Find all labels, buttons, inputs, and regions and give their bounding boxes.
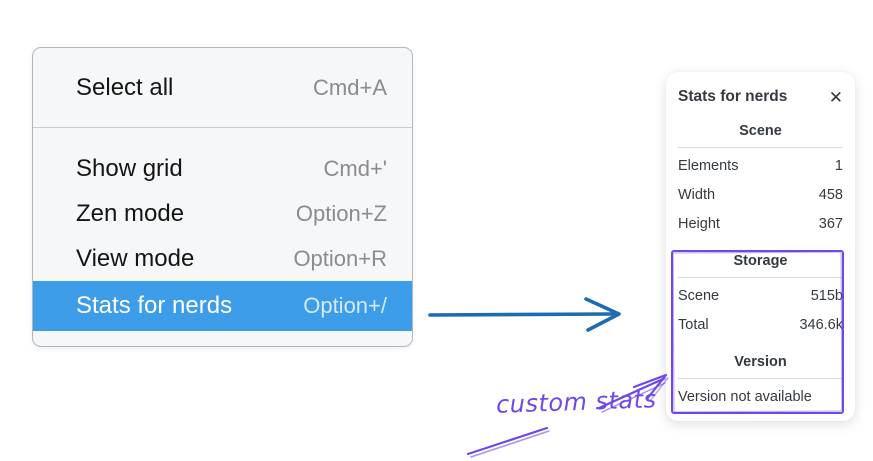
- stat-label: Version not available: [678, 389, 812, 405]
- stat-row-height: Height 367: [678, 210, 843, 239]
- stat-row-total-storage: Total 346.6k: [678, 311, 843, 340]
- stats-panel-title: Stats for nerds: [678, 88, 788, 105]
- menu-item-label: Zen mode: [76, 199, 185, 227]
- stat-label: Height: [678, 216, 720, 232]
- stat-value: 515b: [810, 288, 843, 304]
- menu-item-shortcut: Cmd+': [323, 155, 388, 181]
- section-heading: Version: [734, 354, 787, 370]
- blue-arrow: [428, 297, 621, 332]
- menu-item-shortcut: Cmd+A: [313, 75, 387, 100]
- menu-item-shortcut: Option+Z: [295, 200, 387, 226]
- close-button[interactable]: ✕: [829, 89, 843, 106]
- menu-item-view-mode[interactable]: View mode Option+R: [33, 236, 412, 281]
- menu-item-stats-for-nerds[interactable]: Stats for nerds Option+/: [33, 281, 412, 331]
- stat-value: 346.6k: [799, 317, 843, 333]
- section-divider: [678, 277, 843, 278]
- stat-label: Total: [678, 317, 709, 333]
- context-menu: Select all Cmd+A Show grid Cmd+' Zen mod…: [32, 47, 413, 347]
- menu-item-select-all[interactable]: Select all Cmd+A: [33, 65, 412, 111]
- menu-item-zen-mode[interactable]: Zen mode Option+Z: [33, 191, 412, 236]
- menu-item-shortcut: Option+/: [303, 293, 387, 318]
- section-divider: [678, 378, 843, 379]
- menu-item-label: View mode: [76, 244, 195, 272]
- menu-item-label: Select all: [76, 74, 174, 101]
- stats-panel-header: Stats for nerds ✕: [678, 85, 843, 109]
- stat-label: Scene: [678, 288, 720, 304]
- stat-value: 458: [818, 187, 843, 203]
- menu-item-label: Show grid: [76, 154, 183, 182]
- menu-separator: [33, 127, 412, 128]
- section-divider: [678, 147, 843, 148]
- menu-item-shortcut: Option+R: [293, 245, 387, 271]
- stat-row-elements: Elements 1: [678, 152, 843, 181]
- stat-value: 1: [834, 158, 843, 174]
- stat-row-width: Width 458: [678, 181, 843, 210]
- custom-stats-annotation: custom stats: [495, 385, 657, 419]
- menu-item-label: Stats for nerds: [76, 292, 233, 319]
- stat-label: Elements: [678, 158, 739, 174]
- section-heading: Storage: [733, 253, 788, 269]
- stat-row-scene-storage: Scene 515b: [678, 282, 843, 311]
- stat-value: 367: [818, 216, 843, 232]
- stats-panel: Stats for nerds ✕ Scene Elements 1 Width…: [666, 72, 855, 421]
- section-heading: Scene: [739, 123, 782, 139]
- stats-section-version: Version Version not available: [678, 351, 843, 412]
- stat-label: Width: [678, 187, 716, 203]
- menu-item-show-grid[interactable]: Show grid Cmd+': [33, 146, 412, 191]
- stats-section-scene: Scene Elements 1 Width 458 Height 367: [678, 120, 843, 239]
- close-icon: ✕: [828, 87, 843, 107]
- stat-row-version: Version not available: [678, 383, 843, 412]
- stats-section-storage: Storage Scene 515b Total 346.6k: [678, 250, 843, 340]
